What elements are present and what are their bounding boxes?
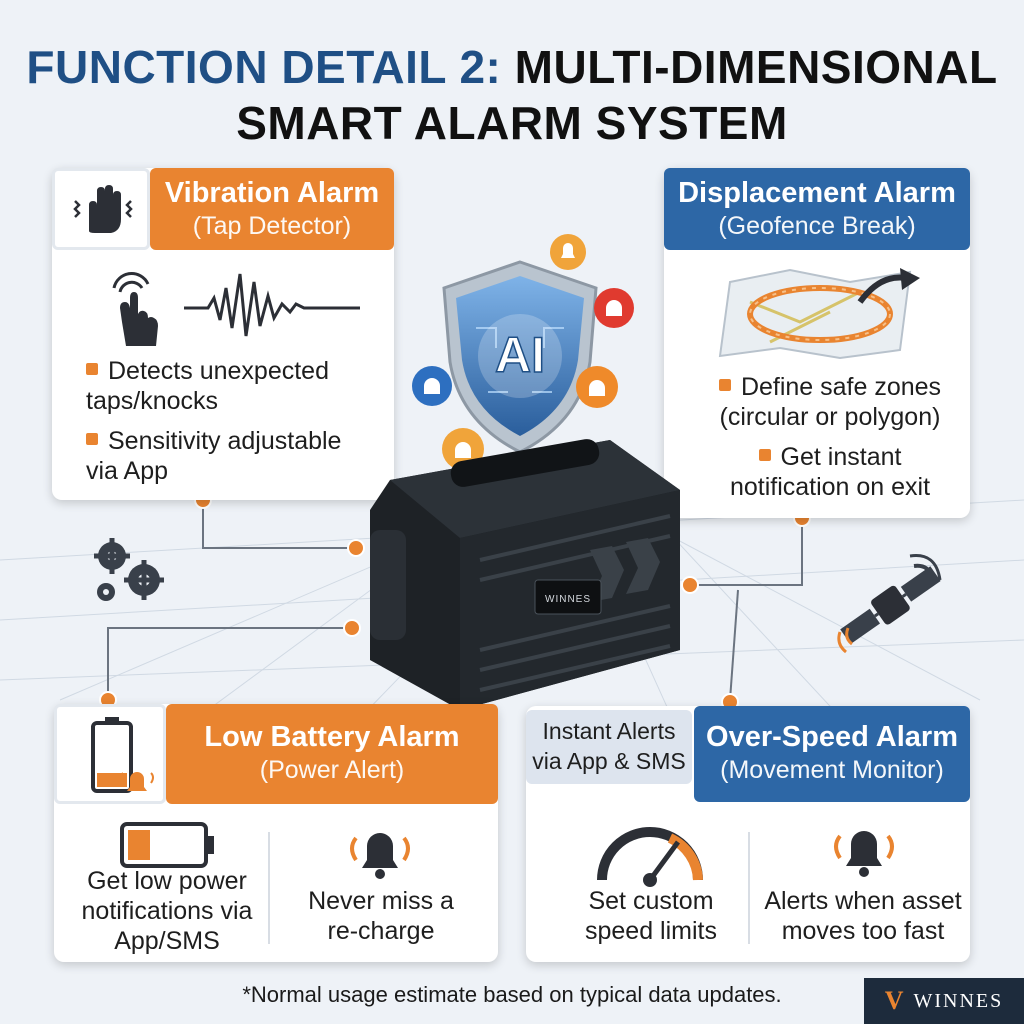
- battery-item-1: Get low power notifications via App/SMS: [81, 867, 253, 955]
- displacement-bullet-1-text: Define safe zones (circular or polygon): [719, 373, 942, 431]
- tap-finger-icon: [112, 272, 158, 346]
- geofence-map-icon: [718, 268, 920, 360]
- speed-item-2: Alerts when asset moves too fast: [764, 887, 962, 945]
- displacement-bullet-1: Define safe zones (circular or polygon): [700, 372, 960, 432]
- instant-alerts-label: Instant Alerts via App & SMS: [526, 710, 692, 784]
- page-title-line1: FUNCTION DETAIL 2: MULTI-DIMENSIONAL: [0, 40, 1024, 94]
- vibration-bullet-1-text: Detects unexpected taps/knocks: [86, 357, 329, 415]
- displacement-alarm-header: Displacement Alarm (Geofence Break): [664, 168, 970, 250]
- low-battery-alarm-title: Low Battery Alarm: [204, 721, 460, 753]
- vibration-alarm-title: Vibration Alarm: [164, 177, 380, 209]
- alert-warning-icon-right: [576, 366, 618, 408]
- satellite-icon: [837, 554, 942, 654]
- title-rest: MULTI-DIMENSIONAL: [514, 41, 998, 93]
- vibration-alarm-header: Vibration Alarm (Tap Detector): [150, 168, 394, 250]
- vibration-bullet-1: Detects unexpected taps/knocks: [86, 356, 376, 416]
- over-speed-alarm-header: Over-Speed Alarm (Movement Monitor): [694, 706, 970, 802]
- vibration-bullet-2: Sensitivity adjustable via App: [86, 426, 376, 486]
- battery-level-icon: [120, 822, 214, 868]
- displacement-bullet-2-text: Get instant notification on exit: [729, 443, 931, 501]
- footnote: *Normal usage estimate based on typical …: [242, 982, 782, 1007]
- brand-logo: V WINNES: [864, 978, 1024, 1024]
- displacement-alarm-title: Displacement Alarm: [678, 177, 956, 209]
- battery-item-2: Never miss a re-charge: [308, 887, 454, 945]
- battery-divider: [268, 832, 270, 944]
- speedometer-icon: [597, 827, 703, 887]
- alert-bell-icon-top: [550, 234, 586, 270]
- speed-alert-bell-icon: [834, 831, 894, 877]
- vibrating-hand-icon: [52, 168, 150, 250]
- vibration-alarm-subtitle: (Tap Detector): [192, 212, 352, 240]
- alert-bell-icon-left: [412, 366, 452, 406]
- over-speed-alarm-title: Over-Speed Alarm: [706, 721, 958, 753]
- low-battery-alarm-header: Low Battery Alarm (Power Alert): [166, 704, 498, 804]
- gps-tracker-device: WINNES: [370, 439, 680, 710]
- speed-item-1: Set custom speed limits: [585, 887, 717, 945]
- vibration-bullet-2-text: Sensitivity adjustable via App: [86, 427, 342, 485]
- title-highlight: FUNCTION DETAIL 2:: [26, 41, 502, 93]
- page-title-line2: SMART ALARM SYSTEM: [236, 97, 788, 149]
- alert-siren-icon-right: [594, 288, 634, 328]
- low-battery-icon: [54, 704, 166, 804]
- device-brand-label: WINNES: [545, 594, 591, 605]
- displacement-alarm-subtitle: (Geofence Break): [718, 212, 916, 240]
- gears-icon: [94, 538, 164, 601]
- brand-logo-mark: V: [884, 986, 906, 1015]
- shield-ai-text: AI: [495, 327, 545, 383]
- recharge-bell-icon: [350, 833, 410, 879]
- displacement-bullet-2: Get instant notification on exit: [700, 442, 960, 502]
- brand-logo-text: WINNES: [913, 989, 1004, 1012]
- speed-divider: [748, 832, 750, 944]
- over-speed-alarm-subtitle: (Movement Monitor): [720, 756, 944, 784]
- low-battery-alarm-subtitle: (Power Alert): [259, 756, 405, 784]
- vibration-wave-icon: [184, 273, 360, 337]
